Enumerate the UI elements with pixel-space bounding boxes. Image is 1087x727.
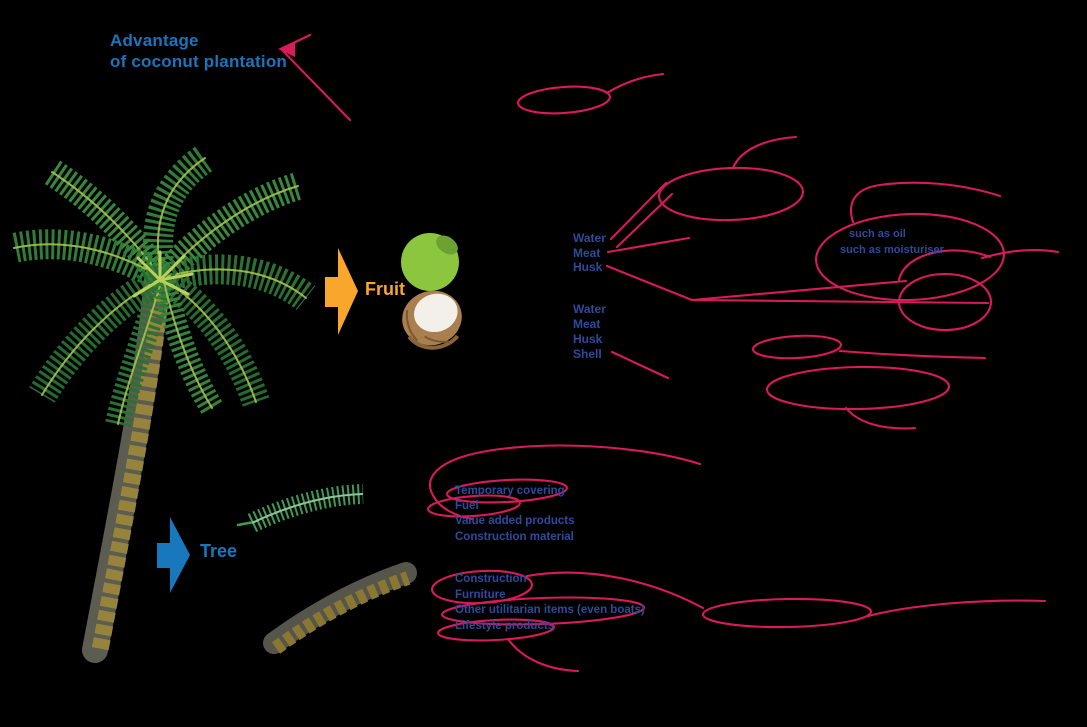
trunk-log-icon xyxy=(263,562,417,654)
sketch-bubble-note-tail xyxy=(850,181,1002,224)
tender-coconut-parts-list: Water Meat Husk xyxy=(573,231,606,275)
product-label-construction: Construction xyxy=(455,573,527,585)
part-label-water: Water xyxy=(573,302,606,316)
sketch-circle-right-tail xyxy=(897,249,992,282)
sketch-bubble-small xyxy=(752,334,842,360)
sketch-bubble-top xyxy=(517,85,611,115)
page-title: Advantage of coconut plantation xyxy=(110,30,287,72)
product-label-furniture: Furniture xyxy=(455,588,506,601)
product-label-fuel: Fuel xyxy=(455,500,479,513)
part-label-meat: Meat xyxy=(573,317,601,331)
sketch-bubble-large xyxy=(657,166,805,222)
title-pointer-arrowhead xyxy=(278,41,295,57)
fruit-arrow-icon xyxy=(325,248,358,335)
leaf-products-list: Temporary covering Fuel Value added prod… xyxy=(455,484,575,545)
palm-tree-illustration xyxy=(10,145,316,663)
part-label-shell: Shell xyxy=(573,347,602,361)
connector-fan-upper xyxy=(690,279,908,302)
connector-water xyxy=(609,181,668,241)
sketch-bubble-bottom-right xyxy=(701,597,873,629)
palm-fronds xyxy=(10,145,316,427)
page-title-line1: Advantage xyxy=(110,31,199,50)
sketch-bubble-wide xyxy=(765,365,951,411)
mature-coconut-parts-list: Water Meat Husk Shell xyxy=(573,302,606,362)
connector-meat xyxy=(606,236,691,254)
sketch-bubble-large-tail xyxy=(731,135,798,170)
part-label-husk: Husk xyxy=(573,260,603,274)
connector-meat-up xyxy=(615,192,674,249)
note-line-oil: such as oil xyxy=(849,228,906,240)
product-label-utilitarian-items: Other utilitarian items (even boats) xyxy=(455,604,645,616)
sketch-bubble-small-line xyxy=(838,349,987,360)
connector-husk xyxy=(605,264,694,302)
trunk-products-list: Construction Furniture Other utilitarian… xyxy=(455,572,645,634)
connector-shell xyxy=(610,350,670,380)
sketch-bubble-wide-tail xyxy=(844,406,917,430)
green-coconut-icon xyxy=(401,233,459,291)
sketch-lifestyle-tail xyxy=(506,637,580,673)
annotation-sketch-layer xyxy=(278,33,1060,673)
palm-crown-tuft xyxy=(132,250,194,298)
sketch-circle-right-arc xyxy=(980,248,1060,260)
half-coconut-icon xyxy=(402,290,462,350)
sketch-bubble-bottom-right-tail xyxy=(866,599,1047,618)
sketch-ellipse-temporary-covering xyxy=(446,478,568,504)
product-label-lifestyle-products: Lifestyle products xyxy=(455,619,555,632)
sketch-circle-right xyxy=(897,272,993,332)
product-label-temporary-covering: Temporary covering xyxy=(455,485,565,497)
note-line-moisturiser: such as moisturiser xyxy=(840,244,944,256)
sketch-connector-to-bottom-bubble xyxy=(525,571,705,610)
sketch-bubble-top-tail xyxy=(605,72,665,95)
palm-frond-icon xyxy=(236,484,364,533)
sketch-ellipse-utilitarian-items xyxy=(441,596,645,626)
product-label-construction-material: Construction material xyxy=(455,530,574,543)
sketch-ellipse-lifestyle-products xyxy=(437,618,555,642)
connector-fan-lower xyxy=(690,298,990,305)
sketch-ellipse-fuel xyxy=(427,494,521,518)
sketch-bubble-note xyxy=(814,212,1006,302)
sketch-loop-leaf-products xyxy=(429,444,702,521)
page-title-line2: of coconut plantation xyxy=(110,52,288,71)
tree-branch-label: Tree xyxy=(200,541,238,561)
tree-arrow-icon xyxy=(157,517,190,593)
oil-moisturiser-note: such as oil such as moisturiser xyxy=(840,226,944,258)
fruit-branch-label: Fruit xyxy=(365,279,405,299)
part-label-husk: Husk xyxy=(573,332,603,346)
part-label-water: Water xyxy=(573,231,606,245)
part-label-meat: Meat xyxy=(573,245,601,260)
product-label-value-added: Value added products xyxy=(455,515,575,528)
